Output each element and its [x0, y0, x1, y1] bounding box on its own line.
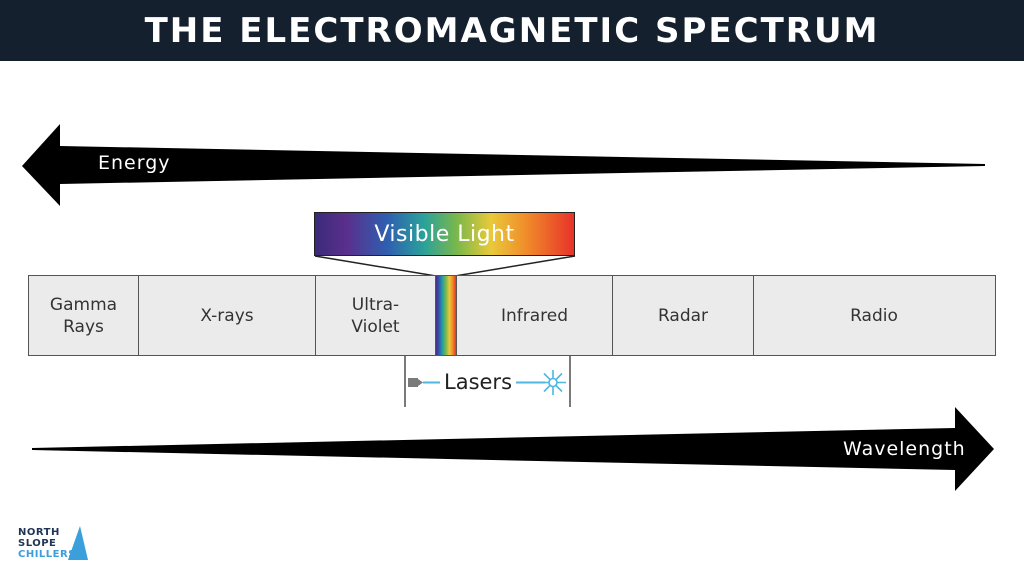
logo-line-north: NORTH: [18, 527, 60, 538]
laser-burst-icon: [540, 370, 566, 395]
wavelength-arrow-shape: [32, 407, 994, 491]
band-radio-label: Radio: [850, 305, 898, 326]
band-uv-line2: Violet: [351, 316, 400, 337]
page-title: THE ELECTROMAGNETIC SPECTRUM: [144, 10, 880, 51]
band-radar-label: Radar: [657, 305, 709, 326]
band-x-rays: X-rays: [139, 276, 316, 355]
band-radar: Radar: [613, 276, 754, 355]
laser-emitter-icon: [408, 378, 423, 387]
lasers-label: Lasers: [440, 370, 517, 394]
energy-arrow-shape: [22, 124, 985, 206]
visible-light-label: Visible Light: [374, 221, 515, 247]
band-gamma-line2: Rays: [63, 316, 104, 337]
logo-line-chillers: CHILLERS: [18, 549, 76, 560]
band-gamma-line1: Gamma: [49, 294, 118, 315]
north-slope-chillers-logo: NORTH SLOPE CHILLERS: [18, 524, 98, 564]
title-bar: THE ELECTROMAGNETIC SPECTRUM: [0, 0, 1024, 61]
wavelength-label: Wavelength: [843, 438, 966, 460]
visible-light-box: Visible Light: [314, 212, 575, 256]
energy-label: Energy: [98, 152, 171, 174]
band-uv-line1: Ultra-: [351, 294, 400, 315]
band-infrared-label: Infrared: [500, 305, 569, 326]
band-visible-light: [436, 276, 456, 355]
logo-mountain-icon: [68, 526, 88, 560]
band-x-rays-label: X-rays: [200, 305, 254, 326]
logo-line-slope: SLOPE: [18, 538, 57, 549]
band-radio: Radio: [754, 276, 994, 355]
band-infrared: Infrared: [456, 276, 613, 355]
band-ultra-violet: Ultra-Violet: [316, 276, 436, 355]
